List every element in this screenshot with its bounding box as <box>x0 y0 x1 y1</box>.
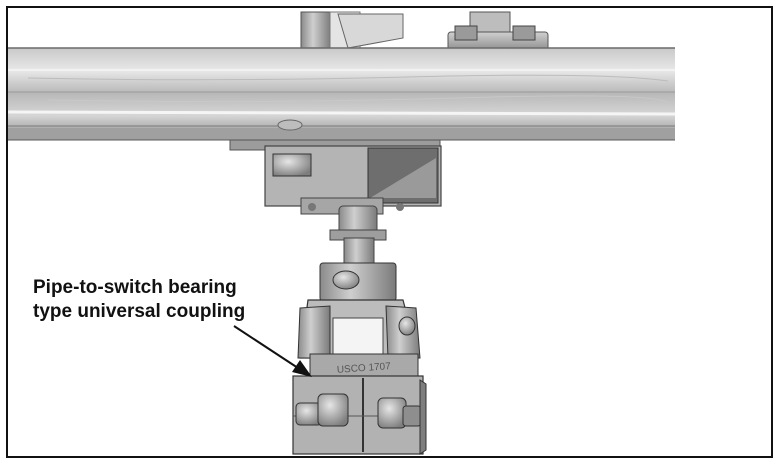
bearing-housing <box>229 139 442 215</box>
coupling-shaft <box>319 205 397 302</box>
callout-arrow <box>233 325 312 377</box>
universal-coupling-yoke: USCO 1707 <box>297 299 421 379</box>
part-marking: USCO 1707 <box>337 361 392 376</box>
coupling-photo: USCO 1707 <box>8 11 676 455</box>
callout-label: Pipe-to-switch bearing type universal co… <box>33 276 245 324</box>
callout-line-1: Pipe-to-switch bearing <box>33 277 237 298</box>
callout-line-2: type universal coupling <box>33 301 246 322</box>
figure-frame: USCO 1707 Pipe-to-switch bearing type un… <box>6 6 773 458</box>
pipe-clamp-block <box>292 375 427 455</box>
horizontal-beam <box>8 47 676 141</box>
